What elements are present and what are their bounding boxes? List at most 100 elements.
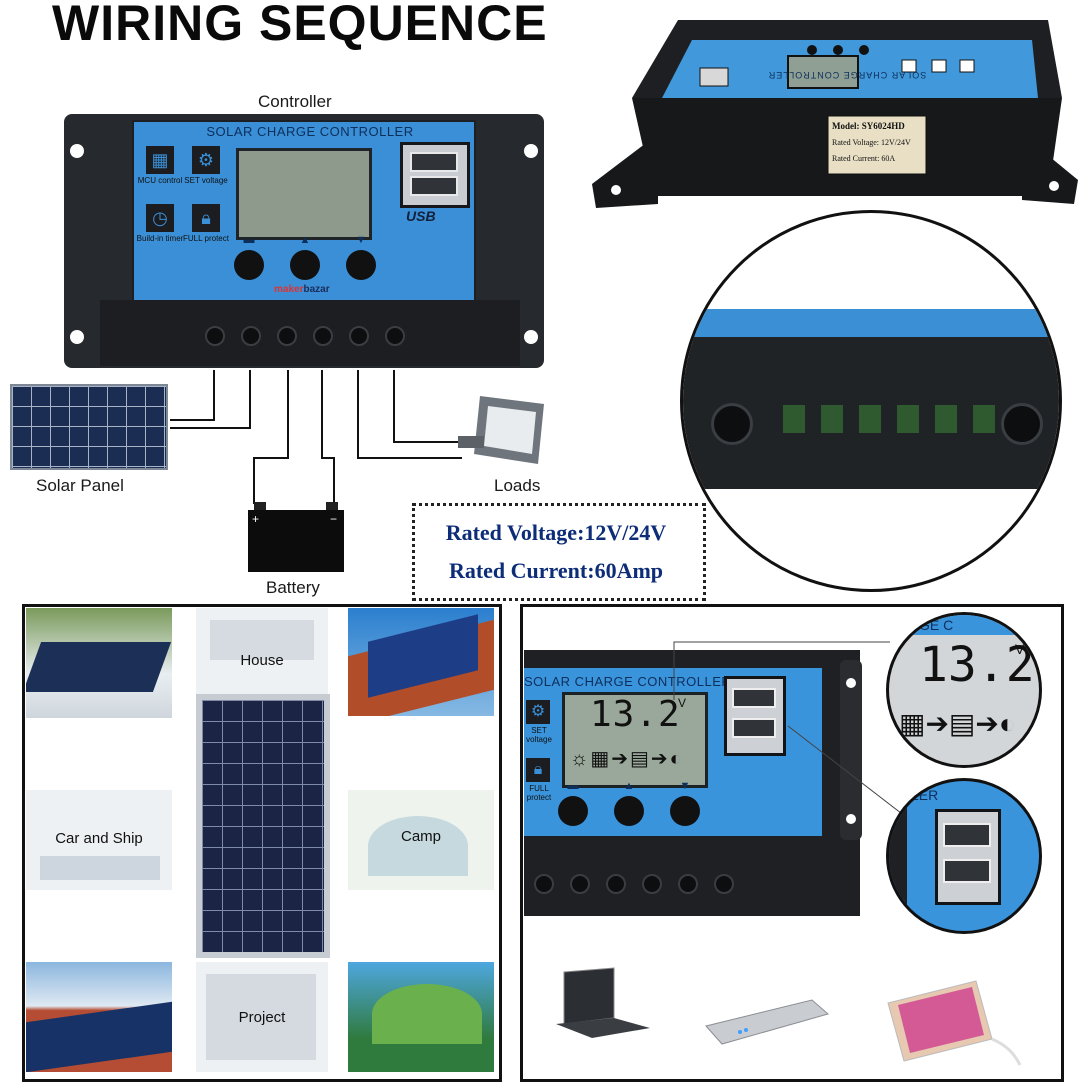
callout-lines bbox=[673, 641, 911, 821]
house-photo bbox=[196, 608, 328, 694]
terminal-slot bbox=[973, 405, 995, 433]
terminal-screw bbox=[349, 326, 369, 346]
battery-image bbox=[248, 510, 344, 572]
brand-watermark: makerbazar bbox=[274, 284, 330, 295]
feature-caption: SET voltage bbox=[184, 176, 228, 185]
terminal-slot bbox=[859, 405, 881, 433]
dc-jack-left bbox=[711, 403, 753, 445]
terminal-screw bbox=[534, 874, 554, 894]
usb-port bbox=[732, 718, 776, 738]
power-bank-icon bbox=[705, 999, 830, 1045]
lcd-flow-icons: ☼▦➔▤➔◐ bbox=[570, 748, 684, 770]
usb-zoom-circle: LER bbox=[886, 778, 1042, 934]
gear-icon: ⚙ bbox=[526, 700, 550, 724]
house-caption: House bbox=[240, 652, 284, 669]
model-label: Model: SY6024HD bbox=[832, 121, 905, 131]
menu-symbol-icon: ▬ bbox=[567, 780, 579, 792]
terminal-slot bbox=[935, 405, 957, 433]
terminal-slot bbox=[783, 405, 805, 433]
solar-panel-photo bbox=[196, 694, 330, 958]
family-tent-photo bbox=[348, 962, 494, 1072]
menu-button bbox=[234, 250, 264, 280]
solar-panel-label: Solar Panel bbox=[36, 476, 124, 495]
zoom-unit: V bbox=[1015, 641, 1025, 657]
terminal-zoom-circle bbox=[680, 210, 1062, 592]
chip-icon: ▦ bbox=[146, 146, 174, 174]
usb-port bbox=[943, 823, 991, 847]
battery-terminal bbox=[326, 502, 338, 510]
smartphone-icon bbox=[887, 980, 1022, 1066]
feature-caption: Build-in timer bbox=[136, 234, 184, 243]
terminal-slot bbox=[821, 405, 843, 433]
clock-icon: ◷ bbox=[146, 204, 174, 232]
mount-hole bbox=[846, 678, 856, 688]
terminal-screw bbox=[205, 326, 225, 346]
mount-hole bbox=[524, 330, 538, 344]
dc-jack-right bbox=[1001, 403, 1043, 445]
up-symbol-icon: ▲ bbox=[623, 780, 635, 792]
lcd-voltage-reading: 13.2 bbox=[590, 694, 681, 735]
zoom-flow-icons: ▦➔▤➔◐ bbox=[899, 708, 1016, 739]
rv-roof-panel-photo bbox=[26, 608, 172, 718]
battery-terminal bbox=[254, 502, 266, 510]
feature-caption: SET voltage bbox=[526, 726, 552, 744]
solar-panel-image bbox=[10, 384, 168, 470]
plus-icon: + bbox=[252, 512, 260, 526]
mirrored-panel-title: SOLAR CHARGE CONTROLLER bbox=[767, 70, 927, 80]
camp-photo bbox=[348, 790, 494, 890]
rated-voltage-text: Rated Voltage:12V/24V bbox=[445, 520, 667, 545]
car-ship-photo bbox=[26, 790, 172, 890]
laptop-icon bbox=[556, 967, 650, 1038]
lcd-unit: V bbox=[678, 696, 687, 710]
side-rated-current: Rated Current: 60A bbox=[832, 154, 896, 163]
down-symbol-icon: ▼ bbox=[679, 780, 691, 792]
controller-side-photo bbox=[592, 20, 1078, 208]
zoom-voltage-reading: 13.2 bbox=[919, 637, 1035, 693]
lock-icon: 🔒︎ bbox=[192, 204, 220, 232]
zoom-partial-title: GE C bbox=[919, 617, 954, 633]
mount-hole bbox=[70, 144, 84, 158]
down-button bbox=[346, 250, 376, 280]
terminal-slot bbox=[897, 405, 919, 433]
side-rated-voltage: Rated Voltage: 12V/24V bbox=[832, 138, 911, 147]
terminal-screw bbox=[678, 874, 698, 894]
usb-label: USB bbox=[406, 208, 436, 224]
up-button bbox=[614, 796, 644, 826]
floodlight-icon bbox=[458, 396, 544, 464]
terminal-screw bbox=[570, 874, 590, 894]
usb-port bbox=[943, 859, 991, 883]
down-symbol-icon: ▼ bbox=[355, 234, 367, 246]
terminal-screw bbox=[385, 326, 405, 346]
usb-port bbox=[410, 176, 458, 196]
lock-icon: 🔒︎ bbox=[526, 758, 550, 782]
lcd-zoom-circle: GE C 13.2 V ▦➔▤➔◐ bbox=[886, 612, 1042, 768]
page-title: WIRING SEQUENCE bbox=[52, 0, 548, 51]
terminal-screw bbox=[241, 326, 261, 346]
detail-mount-ear bbox=[840, 660, 862, 840]
controller-panel-title: SOLAR CHARGE CONTROLLER bbox=[206, 124, 414, 139]
solar-farm-photo bbox=[26, 962, 172, 1072]
project-caption: Project bbox=[238, 1009, 286, 1026]
detail-lcd-screen bbox=[562, 692, 708, 788]
battery-label: Battery bbox=[266, 578, 320, 597]
rated-spec-box bbox=[412, 503, 706, 601]
usb-port bbox=[732, 688, 776, 708]
zoom-partial-usb-title: LER bbox=[911, 787, 939, 803]
terminal-screw bbox=[313, 326, 333, 346]
rated-current-text: Rated Current:60Amp bbox=[448, 558, 664, 583]
mount-hole bbox=[524, 144, 538, 158]
controller-label: Controller bbox=[258, 92, 332, 111]
mount-hole bbox=[70, 330, 84, 344]
loads-label: Loads bbox=[494, 476, 541, 495]
down-button bbox=[670, 796, 700, 826]
minus-icon: − bbox=[330, 512, 338, 526]
car-ship-caption: Car and Ship bbox=[55, 830, 143, 847]
terminal-screw bbox=[606, 874, 626, 894]
wiring-lines bbox=[170, 370, 462, 504]
gear-icon: ⚙ bbox=[192, 146, 220, 174]
project-photo bbox=[196, 962, 328, 1072]
usb-port bbox=[410, 152, 458, 172]
mount-hole bbox=[846, 814, 856, 824]
terminal-screw bbox=[714, 874, 734, 894]
menu-button bbox=[558, 796, 588, 826]
